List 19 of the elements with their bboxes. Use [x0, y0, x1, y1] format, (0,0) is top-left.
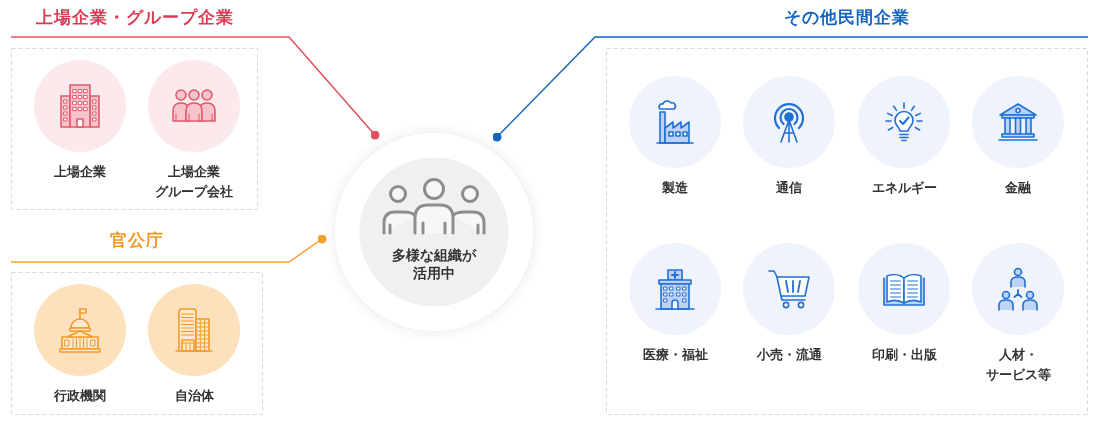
category-label: 上場企業: [53, 163, 107, 181]
category-label: 通信: [775, 179, 803, 197]
category-label: 金融: [1004, 179, 1032, 197]
category-label: 自治体: [174, 387, 214, 405]
category-label: 人材・サービス等: [985, 346, 1051, 384]
category-label: 小売・流通: [756, 346, 822, 364]
category-label: 医療・福祉: [642, 346, 708, 364]
category-label: 印刷・出版: [871, 346, 937, 364]
section-heading: その他民間企業: [784, 7, 910, 29]
category-label: 製造: [661, 179, 689, 197]
category-label: エネルギー: [871, 179, 937, 197]
section-heading: 上場企業・グループ企業: [35, 7, 234, 29]
dashed-panel: [11, 6, 258, 210]
dashed-panel: [11, 229, 263, 415]
category-label: 上場企業グループ会社: [154, 163, 234, 201]
dashed-panel: [606, 6, 1088, 415]
category-label: 行政機関: [53, 387, 107, 405]
section-heading: 官公庁: [110, 230, 164, 252]
center-caption: 多様な組織が活用中: [391, 246, 477, 282]
